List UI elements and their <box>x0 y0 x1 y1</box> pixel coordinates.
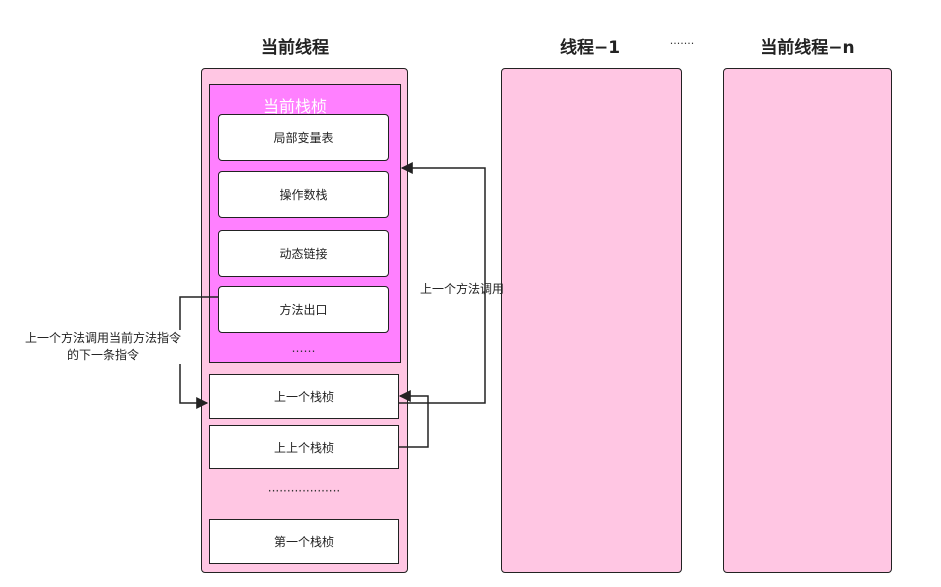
return-label: 上一个方法调用当前方法指令的下一条指令 <box>20 330 186 364</box>
current-frame-title: 当前栈桢 <box>262 97 327 116</box>
thread-n-title: 当前线程−n <box>760 38 855 58</box>
dynamic-linking: 动态链接 <box>218 230 389 277</box>
local-variable-table: 局部变量表 <box>218 114 389 161</box>
thread-1-title: 线程−1 <box>559 38 621 58</box>
thread-1-stack <box>501 68 682 573</box>
previous-frame: 上一个栈桢 <box>209 374 399 419</box>
operand-stack: 操作数栈 <box>218 171 389 218</box>
return-address: 方法出口 <box>218 286 389 333</box>
previous-previous-frame: 上上个栈桢 <box>209 425 399 469</box>
threads-separator: ······· <box>669 37 695 50</box>
current-frame-ellipsis: …… <box>291 341 316 355</box>
thread-n-stack <box>723 68 892 573</box>
caller-label: 上一个方法调用 <box>419 282 504 296</box>
frames-ellipsis: ··················· <box>267 484 341 498</box>
current-thread-title: 当前线程 <box>261 38 329 58</box>
first-frame: 第一个栈桢 <box>209 519 399 564</box>
